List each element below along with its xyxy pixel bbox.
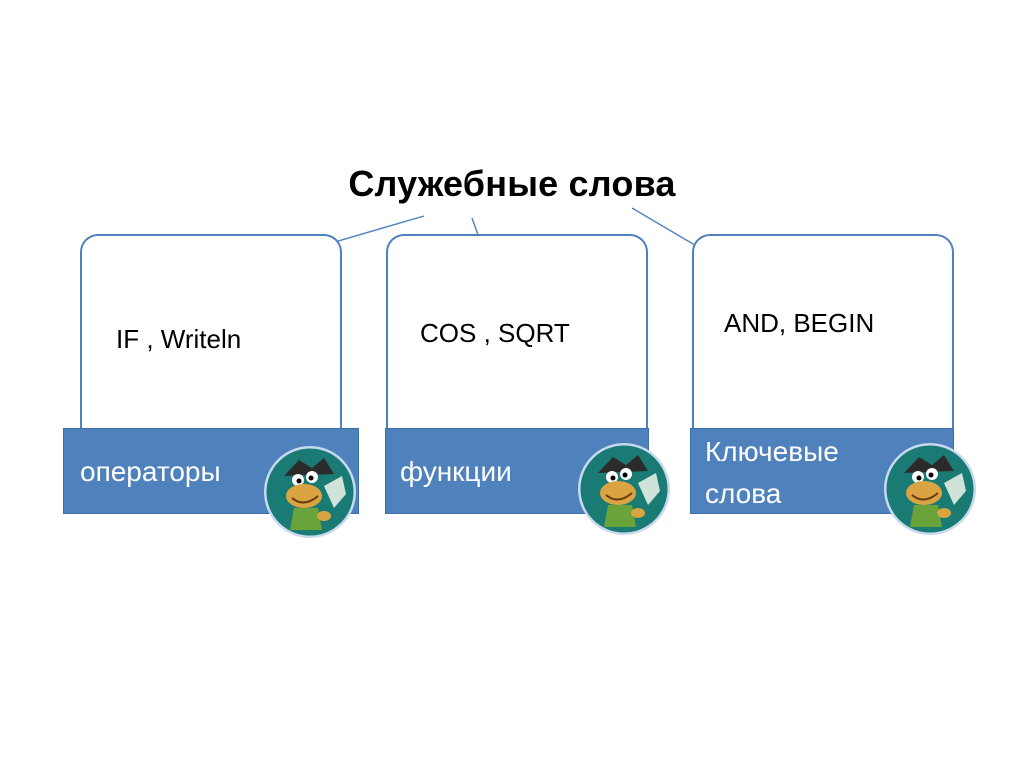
diagram-title: Служебные слова (348, 163, 676, 204)
band-label: Ключевые слова (705, 436, 839, 509)
band-label: функции (400, 456, 512, 487)
cartoon-hugo-avatar-icon (264, 446, 356, 538)
card-operators: IF , Writeln (80, 234, 342, 430)
cartoon-hugo-avatar-icon (884, 443, 976, 535)
card-example-text: AND, BEGIN (724, 308, 875, 338)
card-example-text: IF , Writeln (116, 324, 242, 354)
card-functions: COS , SQRT (386, 234, 648, 430)
cartoon-hugo-avatar-icon (578, 443, 670, 535)
band-label: операторы (80, 456, 221, 487)
card-example-text: COS , SQRT (420, 318, 570, 348)
card-keywords: AND, BEGIN (692, 234, 954, 430)
